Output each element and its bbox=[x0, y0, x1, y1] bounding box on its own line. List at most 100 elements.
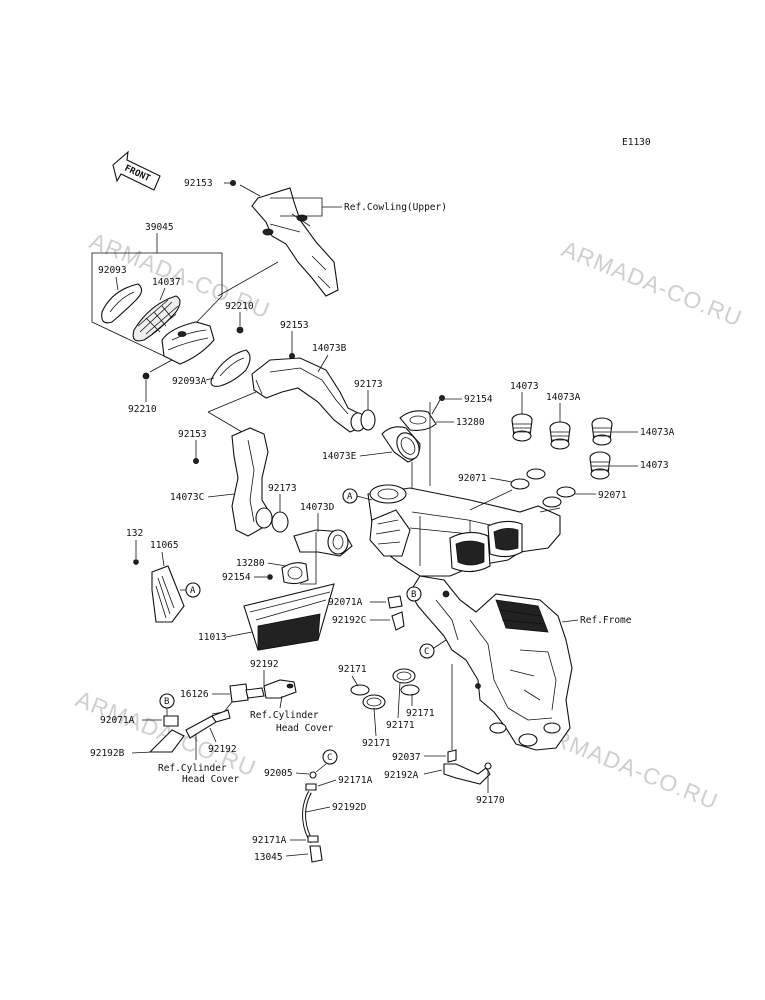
label-92093a: 92093A bbox=[172, 376, 207, 387]
oring-92071-d bbox=[556, 486, 576, 498]
callout-c-main: C bbox=[419, 643, 435, 659]
label-14073a-right: 14073A bbox=[640, 427, 675, 438]
label-132: 132 bbox=[126, 528, 143, 539]
label-92071-left: 92071 bbox=[458, 473, 487, 484]
label-11065: 11065 bbox=[150, 540, 179, 551]
label-92071-right: 92071 bbox=[598, 490, 627, 501]
ref-cowling-upper: Ref.Cowling(Upper) bbox=[344, 202, 447, 213]
clamp-92171a-bottom bbox=[307, 835, 319, 843]
joint-14073e bbox=[381, 426, 421, 463]
label-14073b: 14073B bbox=[312, 343, 347, 354]
bolt-92153-mid bbox=[288, 352, 295, 359]
duct-14073c bbox=[231, 427, 273, 537]
clamp-92173-lower bbox=[271, 511, 289, 533]
label-92154-upper: 92154 bbox=[464, 394, 493, 405]
clamp-92173-upper bbox=[360, 409, 376, 431]
velocity-stack-14073a-b bbox=[591, 417, 613, 446]
oring-92071-b bbox=[526, 468, 546, 480]
callout-b-hose: B bbox=[159, 693, 175, 709]
label-92171-d: 92171 bbox=[362, 738, 391, 749]
filter-holder-11065 bbox=[151, 565, 185, 623]
seal-92093a bbox=[210, 349, 251, 387]
label-92171-b: 92171 bbox=[406, 708, 435, 719]
joint-92037 bbox=[447, 749, 457, 763]
label-92153-top: 92153 bbox=[184, 178, 213, 189]
valve-16126 bbox=[211, 679, 297, 715]
airbox-frame bbox=[367, 484, 573, 751]
label-14073e: 14073E bbox=[322, 451, 357, 462]
svg-text:A: A bbox=[190, 586, 196, 596]
label-92192d: 92192D bbox=[332, 802, 367, 813]
label-13280-upper: 13280 bbox=[456, 417, 485, 428]
oring-92071-c bbox=[542, 496, 562, 508]
label-13045: 13045 bbox=[254, 852, 283, 863]
callout-b-main: B bbox=[406, 586, 422, 602]
screw-92210-right bbox=[236, 326, 244, 334]
svg-text:A: A bbox=[347, 492, 353, 502]
screw-92154-lower bbox=[267, 574, 273, 580]
clip-92170 bbox=[484, 762, 492, 770]
label-92005: 92005 bbox=[264, 768, 293, 779]
label-92171-a: 92171 bbox=[338, 664, 367, 675]
clamp-92005 bbox=[309, 771, 317, 779]
cap-92192c bbox=[391, 611, 405, 631]
label-14073-top: 14073 bbox=[510, 381, 539, 392]
svg-text:B: B bbox=[164, 697, 169, 707]
hose-92192-lower bbox=[185, 709, 231, 739]
diagram-code: E1130 bbox=[622, 137, 651, 148]
duct-14073b bbox=[251, 357, 366, 433]
callout-c-hose: C bbox=[322, 749, 338, 765]
clamp-92171-set bbox=[350, 668, 420, 710]
label-92192b: 92192B bbox=[90, 748, 125, 759]
gasket-13280-upper bbox=[399, 410, 437, 431]
label-92153-low: 92153 bbox=[178, 429, 207, 440]
hose-92192a bbox=[443, 763, 491, 785]
label-92173-upper: 92173 bbox=[354, 379, 383, 390]
front-arrow-icon: FRONT bbox=[112, 150, 161, 191]
screw-92154-upper bbox=[438, 394, 445, 401]
label-14073a-top: 14073A bbox=[546, 392, 581, 403]
svg-text:C: C bbox=[424, 647, 429, 657]
ref-cyl-head-b-line2: Head Cover bbox=[182, 774, 239, 785]
label-13280-lower: 13280 bbox=[236, 558, 265, 569]
label-16126: 16126 bbox=[180, 689, 209, 700]
label-92170: 92170 bbox=[476, 795, 505, 806]
label-92173-lower: 92173 bbox=[268, 483, 297, 494]
label-92210-left: 92210 bbox=[128, 404, 157, 415]
air-filter-11013 bbox=[243, 583, 335, 651]
label-14073-right: 14073 bbox=[640, 460, 669, 471]
hose-92192b bbox=[148, 729, 185, 753]
label-14073d: 14073D bbox=[300, 502, 335, 513]
joint-14073d bbox=[293, 529, 353, 557]
ref-frame: Ref.Frome bbox=[580, 615, 632, 626]
label-92171a-bottom: 92171A bbox=[252, 835, 287, 846]
label-92037: 92037 bbox=[392, 752, 421, 763]
label-14037: 14037 bbox=[152, 277, 181, 288]
gasket-13280-lower bbox=[281, 562, 309, 585]
cowling-bracket bbox=[251, 187, 339, 297]
label-14073c: 14073C bbox=[170, 492, 204, 503]
label-39045: 39045 bbox=[145, 222, 174, 233]
grommet-92071a-lower bbox=[163, 715, 179, 727]
velocity-stack-14073-a bbox=[511, 413, 533, 442]
ref-cyl-head-a-line2: Head Cover bbox=[276, 723, 333, 734]
velocity-stack-14073-b bbox=[589, 451, 611, 480]
svg-text:B: B bbox=[411, 590, 416, 600]
callout-a-filter: A bbox=[185, 582, 201, 598]
label-92171a-top: 92171A bbox=[338, 775, 373, 786]
seal-92093 bbox=[101, 283, 143, 324]
oring-92071-a bbox=[510, 478, 530, 490]
label-92192a: 92192A bbox=[384, 770, 419, 781]
plug-13045 bbox=[309, 845, 323, 863]
label-92154-lower: 92154 bbox=[222, 572, 251, 583]
watermark-upper-right: ARMADA-CO.RU bbox=[558, 236, 746, 332]
label-92153-mid: 92153 bbox=[280, 320, 309, 331]
velocity-stack-14073a-a bbox=[549, 421, 571, 450]
bolt-92153-low bbox=[192, 457, 199, 464]
ref-cyl-head-a-line1: Ref.Cylinder bbox=[250, 710, 319, 721]
grommet-92071a-main bbox=[387, 595, 403, 609]
callout-a-main: A bbox=[342, 488, 358, 504]
label-92210-right: 92210 bbox=[225, 301, 254, 312]
